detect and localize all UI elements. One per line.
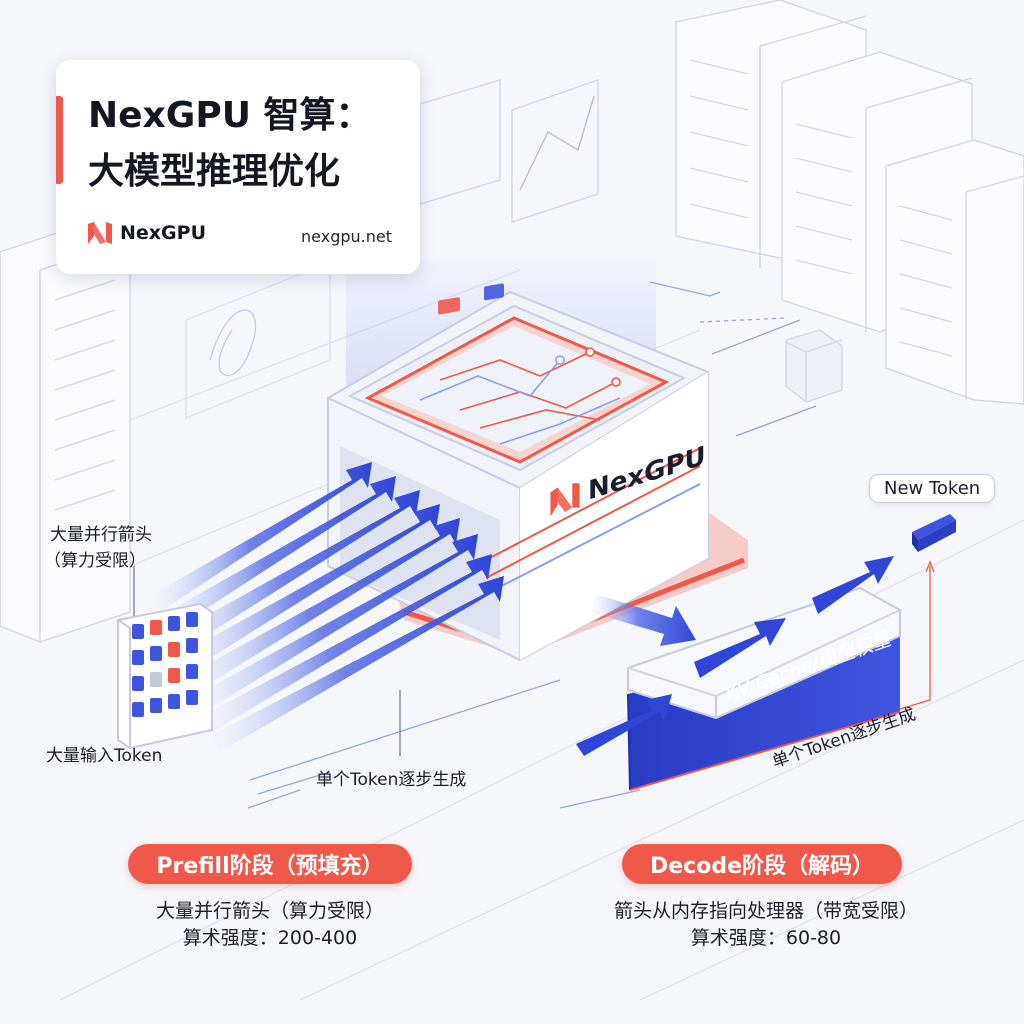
prefill-arrow bbox=[194, 534, 478, 712]
decode-phase-badge: Decode阶段（解码） bbox=[622, 844, 902, 884]
brand-logo[interactable]: NexGPU bbox=[86, 220, 206, 246]
chip-brand: NexGPU bbox=[548, 440, 706, 520]
token-cell bbox=[132, 702, 144, 717]
decode-arrow bbox=[812, 556, 894, 614]
page-title-line-2: 大模型推理优化 bbox=[88, 151, 341, 192]
site-link[interactable]: nexgpu.net bbox=[301, 227, 392, 246]
decode-desc-line-2: 算术强度：60-80 bbox=[690, 927, 842, 949]
prefill-phase-badge: Prefill阶段（预填充） bbox=[128, 844, 412, 884]
decode-arrow-from-memory bbox=[576, 694, 672, 756]
brand-name: NexGPU bbox=[120, 222, 206, 244]
background-line-art bbox=[0, 0, 1024, 1001]
prefill-arrow bbox=[186, 518, 460, 692]
input-token-grid bbox=[117, 602, 213, 750]
prefill-arrows bbox=[150, 462, 504, 752]
prefill-desc-line-1: 大量并行箭头（算力受限） bbox=[155, 900, 384, 922]
prefill-arrow bbox=[170, 490, 420, 652]
nexgpu-logo-icon bbox=[88, 222, 112, 244]
prefill-arrow bbox=[178, 504, 440, 672]
token-cell bbox=[132, 650, 144, 665]
prefill-description: 大量并行箭头（算力受限） 算术强度：200-400 bbox=[120, 898, 420, 952]
prefill-arrow bbox=[210, 576, 504, 752]
new-token-label: New Token bbox=[869, 474, 996, 503]
decode-desc-line-1: 箭头从内存指向处理器（带宽受限） bbox=[613, 900, 918, 922]
token-cell bbox=[168, 668, 180, 683]
nexgpu-chip-logo-icon bbox=[550, 483, 580, 517]
parallel-arrows-label-1: 大量并行箭头 bbox=[50, 525, 152, 545]
token-cell bbox=[168, 616, 180, 631]
token-cell bbox=[186, 612, 198, 627]
parallel-arrows-label-2: （算力受限） bbox=[44, 551, 146, 571]
decode-arrow-from-chip bbox=[590, 594, 696, 646]
token-cell bbox=[150, 646, 162, 661]
token-cell bbox=[186, 638, 198, 653]
prefill-arrow bbox=[160, 476, 396, 632]
prefill-arrow bbox=[202, 554, 492, 732]
prefill-desc-line-2: 算术强度：200-400 bbox=[182, 927, 358, 949]
token-cell bbox=[168, 694, 180, 709]
title-card: NexGPU 智算： 大模型推理优化 NexGPU nexgpu.net bbox=[56, 60, 420, 274]
decode-arrow bbox=[694, 618, 786, 678]
token-cell bbox=[150, 620, 162, 635]
page-title-line-1: NexGPU 智算： bbox=[88, 95, 372, 136]
decode-description: 箭头从内存指向处理器（带宽受限） 算术强度：60-80 bbox=[596, 898, 936, 952]
decode-arrows bbox=[576, 514, 956, 756]
token-cell bbox=[150, 672, 162, 687]
token-cell bbox=[186, 664, 198, 679]
token-cell bbox=[132, 676, 144, 691]
kv-cache-slab bbox=[627, 586, 901, 791]
token-cell bbox=[168, 642, 180, 657]
token-cell bbox=[132, 624, 144, 639]
token-cell bbox=[150, 698, 162, 713]
single-token-step-label: 单个Token逐步生成 bbox=[316, 770, 467, 790]
token-cell bbox=[186, 690, 198, 705]
input-tokens-label: 大量输入Token bbox=[46, 746, 163, 766]
prefill-arrow bbox=[150, 462, 372, 612]
title-accent-bar bbox=[56, 96, 63, 184]
